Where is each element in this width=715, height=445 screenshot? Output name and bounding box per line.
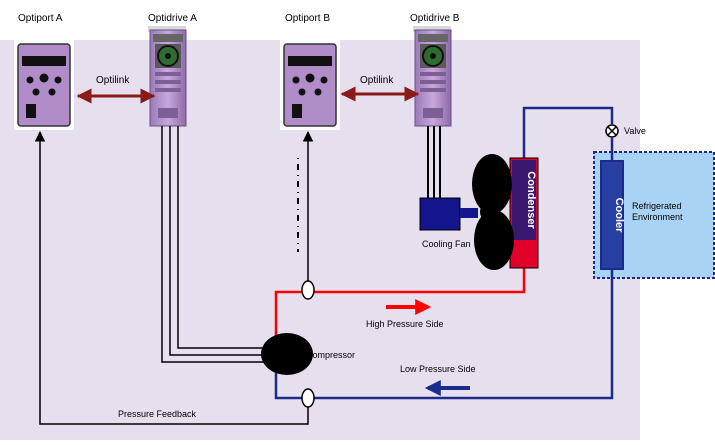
compressor-motor-cable bbox=[161, 126, 266, 363]
condenser: Condenser bbox=[509, 157, 539, 269]
optilink-b-label: Optilink bbox=[360, 75, 394, 86]
high-pressure-sensor bbox=[301, 280, 315, 300]
cooler: Cooler bbox=[600, 160, 625, 270]
valve-label: Valve bbox=[624, 126, 646, 136]
optiport-a-label: Optiport A bbox=[18, 13, 63, 24]
condenser-label: Condenser bbox=[525, 171, 537, 229]
low-pressure-side-label: Low Pressure Side bbox=[400, 364, 476, 374]
refrigerated-environment-label-2: Environment bbox=[632, 212, 683, 222]
optidrive-b bbox=[413, 26, 452, 127]
refrigerated-environment-label-1: Refrigerated bbox=[632, 201, 682, 211]
condenser-to-valve-pipe bbox=[522, 106, 614, 160]
valve-icon bbox=[605, 124, 619, 138]
optidrive-b-label: Optidrive B bbox=[410, 13, 460, 24]
low-pressure-pipe bbox=[274, 270, 614, 400]
optiport-b bbox=[280, 40, 340, 130]
optidrive-a bbox=[148, 26, 187, 127]
optilink-a-label: Optilink bbox=[96, 75, 130, 86]
compressor bbox=[261, 333, 313, 375]
pressure-feedback-line bbox=[34, 130, 309, 425]
optiport-b-label: Optiport B bbox=[285, 13, 330, 24]
high-pressure-pipe bbox=[274, 268, 526, 336]
high-pressure-side-label: High Pressure Side bbox=[366, 319, 444, 329]
cooling-fan-label: Cooling Fan bbox=[422, 239, 471, 249]
low-pressure-sensor bbox=[301, 388, 315, 408]
cooler-label: Cooler bbox=[613, 198, 625, 234]
optidrive-a-label: Optidrive A bbox=[148, 13, 197, 24]
cooling-fan bbox=[419, 154, 514, 270]
pressure-feedback-label: Pressure Feedback bbox=[118, 409, 197, 419]
optiport-a bbox=[14, 40, 74, 130]
fan-motor-cable bbox=[427, 126, 441, 200]
compressor-label: Compressor bbox=[306, 350, 355, 360]
